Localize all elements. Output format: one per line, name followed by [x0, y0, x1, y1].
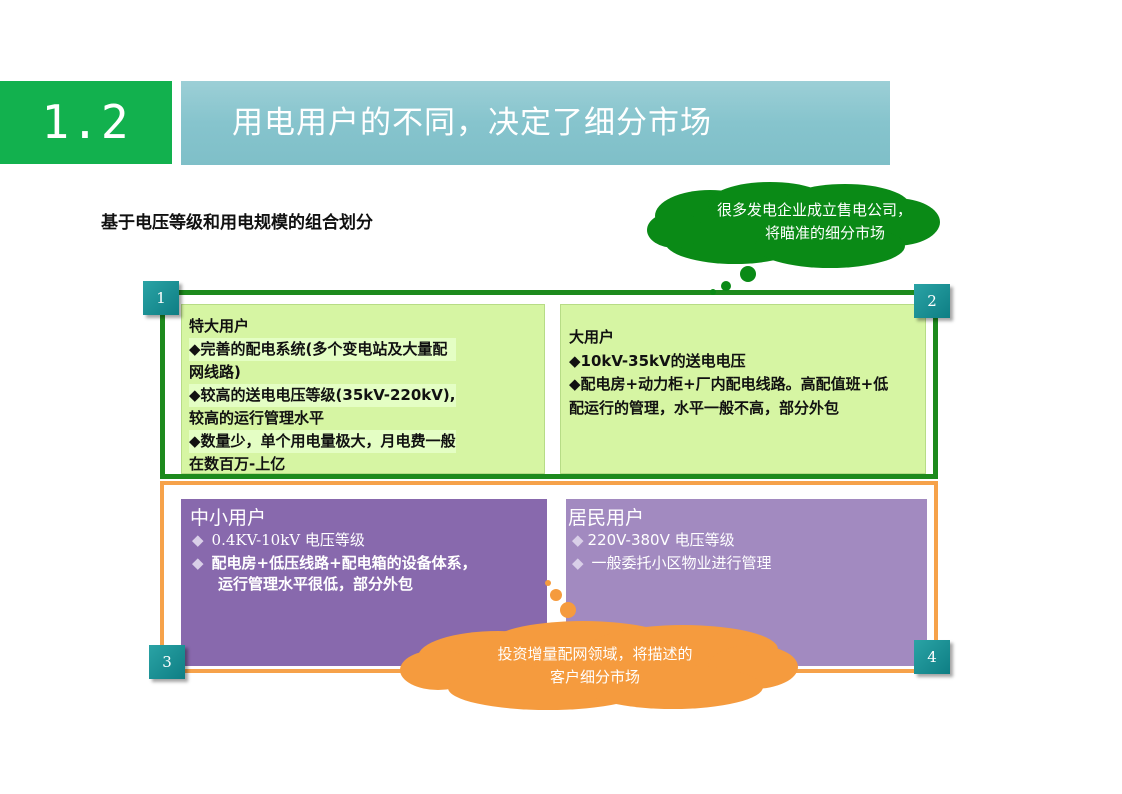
- q2-text: 大用户 ◆10kV-35kV的送电电压 ◆配电房+动力柜+厂内配电线路。高配值班…: [569, 326, 888, 420]
- q2-line: 配运行的管理，水平一般不高，部分外包: [569, 398, 840, 417]
- q3-item2-cont: 运行管理水平很低，部分外包: [218, 575, 414, 593]
- quadrant-large-users: [560, 304, 926, 474]
- q1-text: 特大用户 ◆完善的配电系统(多个变电站及大量配 网线路) ◆较高的送电电压等级(…: [189, 315, 456, 476]
- q1-line: ◆数量少，单个用电量极大，月电费一般: [189, 430, 456, 453]
- q1-line: 较高的运行管理水平: [189, 409, 325, 427]
- title-bar: [181, 81, 890, 165]
- q2-title: 大用户: [569, 328, 615, 346]
- orange-cloud-text: 投资增量配网领域，将描述的 客户细分市场: [470, 643, 720, 689]
- q2-line: ◆配电房+动力柜+厂内配电线路。高配值班+低: [569, 375, 889, 393]
- subtitle: 基于电压等级和用电规模的组合划分: [101, 213, 373, 233]
- q3-item1-text: 0.4KV-10kV 电压等级: [211, 531, 365, 549]
- q2-line: ◆10kV-35kV的送电电压: [569, 351, 746, 370]
- q3-title: 中小用户: [190, 507, 267, 529]
- q4-title: 居民用户: [568, 507, 645, 529]
- q3-item: ◆ 配电房+低压线路+配电箱的设备体系，: [192, 553, 477, 574]
- page-title: 用电用户的不同，决定了细分市场: [232, 105, 712, 141]
- q1-line: 网线路): [189, 363, 241, 381]
- green-cloud-text: 很多发电企业成立售电公司， 将瞄准的细分市场: [690, 199, 970, 245]
- q1-line: ◆较高的送电电压等级(35kV-220kV),: [189, 384, 456, 407]
- q4-item1-text: 220V-380V 电压等级: [587, 531, 735, 549]
- q4-item: ◆ 一般委托小区物业进行管理: [572, 553, 772, 574]
- q4-item2-text: 一般委托小区物业进行管理: [591, 554, 772, 572]
- diamond-bullet-icon: ◆: [192, 554, 204, 572]
- diamond-bullet-icon: ◆: [192, 531, 204, 549]
- badge-1: 1: [143, 281, 179, 315]
- q3-item2-text: 配电房+低压线路+配电箱的设备体系，: [211, 554, 477, 572]
- q4-item: ◆220V-380V 电压等级: [572, 530, 735, 551]
- green-cloud-line: 将瞄准的细分市场: [765, 224, 886, 242]
- orange-cloud-line: 投资增量配网领域，将描述的: [497, 645, 693, 663]
- diamond-bullet-icon: ◆: [572, 554, 584, 572]
- green-cloud-line: 很多发电企业成立售电公司，: [717, 201, 913, 219]
- orange-cloud-icon: [400, 580, 798, 710]
- orange-cloud-line: 客户细分市场: [549, 668, 640, 686]
- badge-4: 4: [914, 640, 950, 674]
- green-cloud-icon: [647, 182, 940, 295]
- q1-title: 特大用户: [189, 317, 250, 335]
- badge-2: 2: [914, 284, 950, 318]
- q3-item: ◆ 0.4KV-10kV 电压等级: [192, 530, 365, 551]
- q1-line: 在数百万-上亿: [189, 455, 286, 473]
- section-number: 1.2: [0, 81, 172, 164]
- badge-3: 3: [149, 645, 185, 679]
- diamond-bullet-icon: ◆: [572, 531, 584, 549]
- green-frame: [160, 290, 938, 479]
- q1-line: ◆完善的配电系统(多个变电站及大量配: [189, 338, 456, 361]
